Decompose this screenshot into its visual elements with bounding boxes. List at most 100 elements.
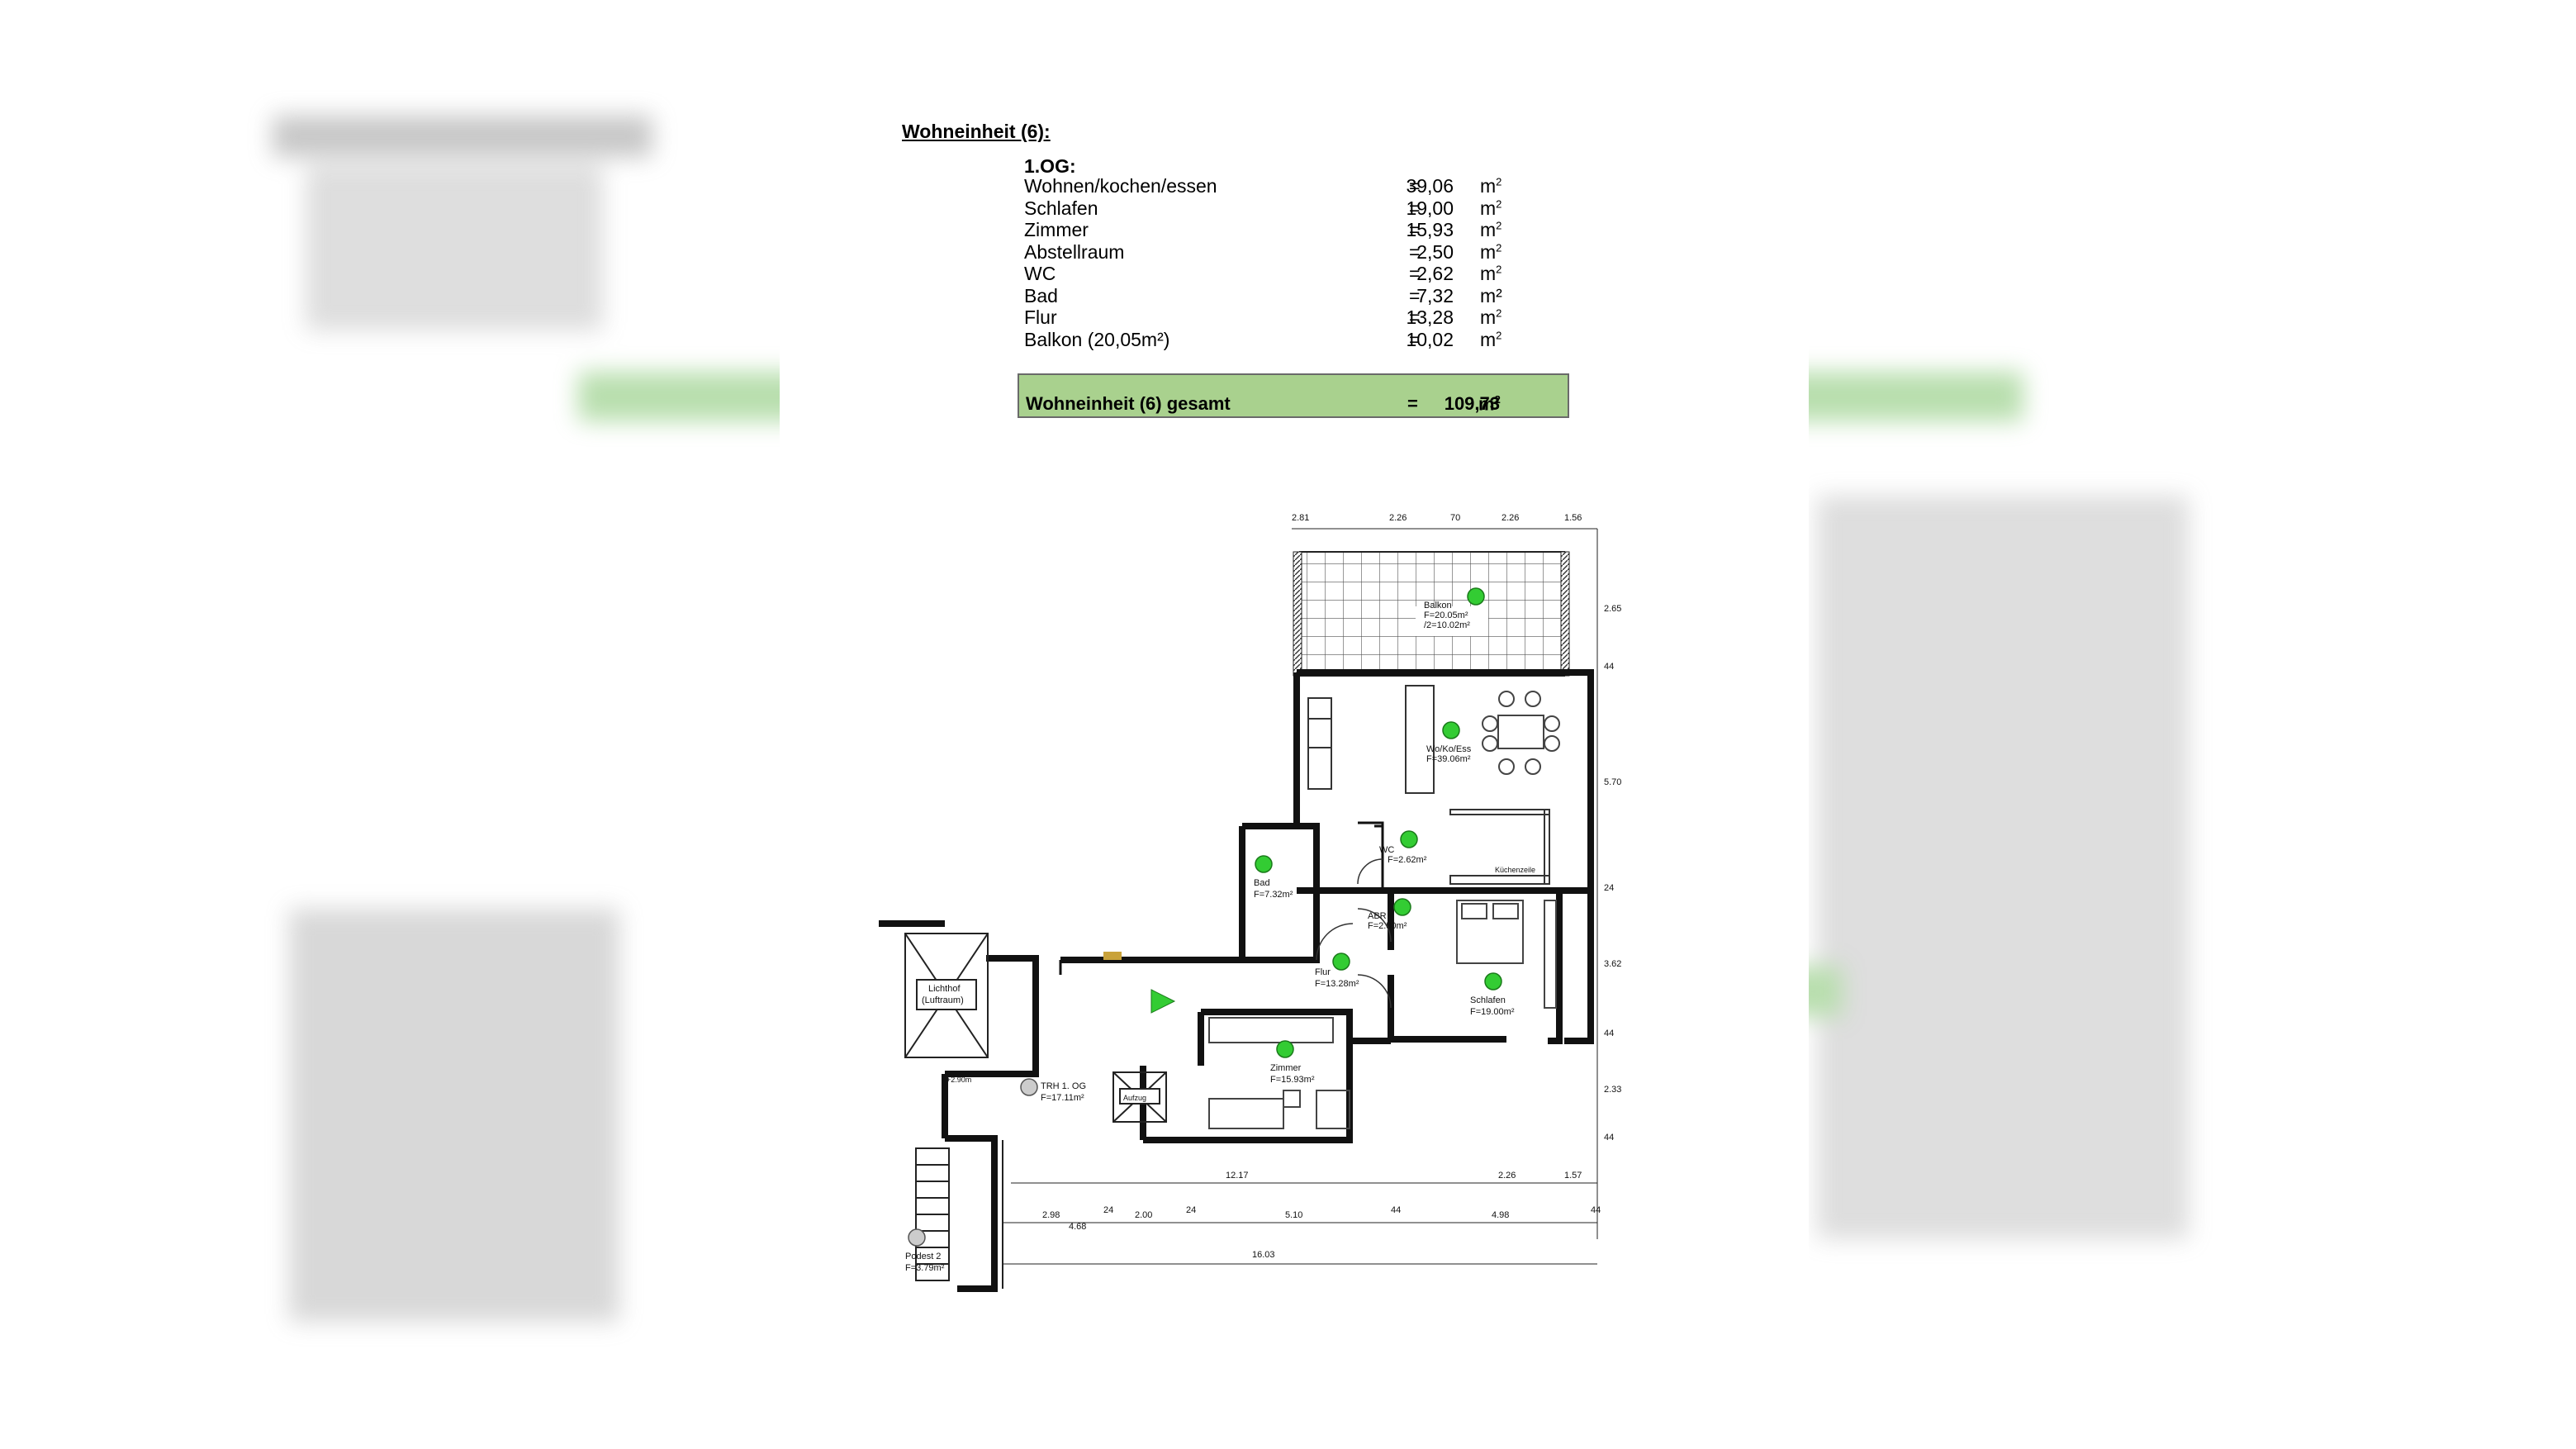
area-table: Wohnen/kochen/essen = 39,06 m2 Schlafen … [1024,175,1521,350]
total-area: 109,73 [1444,393,1500,414]
label-wohnen-area: F=39.06m² [1426,754,1471,764]
area-unit: m2 [1480,175,1502,197]
equals-sign: = [1409,284,1421,306]
room-name: Abstellraum [1024,240,1125,263]
area-row: Balkon (20,05m²) = 10,02 m2 [1024,329,1521,351]
label-schlafen-area: F=19.00m² [1470,1007,1515,1017]
stair-direction-icon [1150,989,1176,1014]
label-zimmer: Zimmer [1270,1063,1302,1073]
equals-sign: = [1409,175,1421,197]
area-unit: m2 [1480,263,1502,284]
room-area: 19,00 [1406,197,1454,219]
dim-top-4: 1.56 [1564,513,1582,523]
label-balkon: Balkon [1424,601,1452,610]
dim-bottom1-1: 2.26 [1498,1171,1516,1181]
equals-sign: = [1409,263,1421,284]
room-name: Balkon (20,05m²) [1024,328,1170,350]
balcony [1293,551,1570,677]
equals-sign: = [1409,240,1421,263]
dim-right-7: 44 [1604,1133,1614,1143]
walls [879,669,1594,1292]
label-flur-area: F=13.28m² [1315,979,1359,989]
label-abr-area: F=2.50m² [1368,921,1407,931]
dim-bottom2-6: 4.98 [1492,1210,1509,1220]
dim-bottom2-7: 44 [1591,1205,1601,1215]
label-balkon-half: /2=10.02m² [1424,620,1470,630]
label-podest: Podest 2 [905,1252,941,1261]
label-lichthof: Lichthof [928,984,961,994]
room-name: Wohnen/kochen/essen [1024,175,1217,197]
area-row: Flur = 13,28 m2 [1024,306,1521,329]
room-area: 10,02 [1406,328,1454,350]
kitchen [1307,685,1550,885]
label-podest-area: F=3.79m² [905,1263,945,1273]
dim-top-2: 70 [1450,513,1460,523]
equals-sign: = [1409,306,1421,328]
room-name: Schlafen [1024,197,1098,219]
dim-bottom2-1: 24 [1103,1205,1113,1215]
dim-right-3: 24 [1604,883,1614,893]
dim-right-4: 3.62 [1604,959,1621,969]
doors [1316,858,1392,1009]
label-kueche: Küchenzeile [1495,866,1535,874]
label-abr: ABR [1368,911,1387,921]
dim-top-1: 2.26 [1389,513,1407,523]
room-labels: Balkon F=20.05m² /2=10.02m² Wo/Ko/Ess F=… [905,601,1535,1273]
label-aufzug: Aufzug [1123,1094,1146,1102]
dim-bottom2-3: 24 [1186,1205,1196,1215]
equals-sign: = [1407,393,1418,414]
dim-right-0: 2.65 [1604,604,1621,614]
area-unit: m2 [1480,328,1502,350]
label-bad: Bad [1254,878,1270,888]
area-unit: m² [1480,284,1502,306]
area-unit: m2 [1480,306,1502,328]
room-area: 39,06 [1406,175,1454,197]
area-row: Wohnen/kochen/essen = 39,06 m2 [1024,175,1521,197]
dim-bottom1-2: 1.57 [1564,1171,1582,1181]
dim-bottom2-2: 2.00 [1135,1210,1152,1220]
document-page: Wohneinheit (6): 1.OG: Wohnen/kochen/ess… [780,0,1809,1449]
label-wohnen: Wo/Ko/Ess [1426,744,1472,754]
room-name: Flur [1024,306,1057,328]
label-lichthof-2: (Luftraum) [922,995,964,1005]
dim-bottom2-5: 44 [1391,1205,1401,1215]
room-name: Bad [1024,284,1058,306]
dim-top-3: 2.26 [1501,513,1519,523]
label-level: +2.90m [946,1076,971,1084]
label-trh: TRH 1. OG [1041,1081,1086,1091]
dim-bottom2-4: 5.10 [1285,1210,1302,1220]
area-row: Abstellraum = 2,50 m2 [1024,241,1521,264]
floor-plan: Balkon F=20.05m² /2=10.02m² Wo/Ko/Ess F=… [879,513,1621,1292]
label-schlafen: Schlafen [1470,995,1506,1005]
label-flur: Flur [1315,967,1331,977]
area-unit: m2 [1478,393,1501,415]
dim-side: 4.68 [1069,1222,1086,1232]
dim-top-0: 2.81 [1292,513,1309,523]
room-name: Zimmer [1024,219,1089,240]
room-area: 2,50 [1416,240,1454,263]
equals-sign: = [1409,197,1421,219]
room-area: 7,32 [1416,284,1454,306]
area-row: Schlafen = 19,00 m2 [1024,197,1521,220]
label-wc-area: F=2.62m² [1388,855,1427,865]
floor-label: 1.OG: [1024,155,1076,177]
area-row: WC = 2,62 m2 [1024,263,1521,285]
label-bad-area: F=7.32m² [1254,890,1293,900]
bed [1456,900,1557,1009]
zimmer-furniture [1208,1017,1350,1129]
dim-right-6: 2.33 [1604,1085,1621,1095]
label-wc: WC [1379,845,1394,855]
room-markers [908,587,1502,1247]
equals-sign: = [1409,328,1421,350]
dim-bottom2-0: 2.98 [1042,1210,1060,1220]
label-balkon-area: F=20.05m² [1424,610,1468,620]
stair-core [904,933,1167,1289]
unit-title: Wohneinheit (6): [902,121,1051,142]
area-unit: m2 [1480,197,1502,219]
dimension-texts: 2.81 2.26 70 2.26 1.56 2.65 44 5.70 24 3… [1042,513,1621,1260]
dim-right-5: 44 [1604,1029,1614,1038]
room-name: WC [1024,263,1056,284]
dimension-lines [1003,528,1598,1265]
dining-table [1482,691,1560,775]
